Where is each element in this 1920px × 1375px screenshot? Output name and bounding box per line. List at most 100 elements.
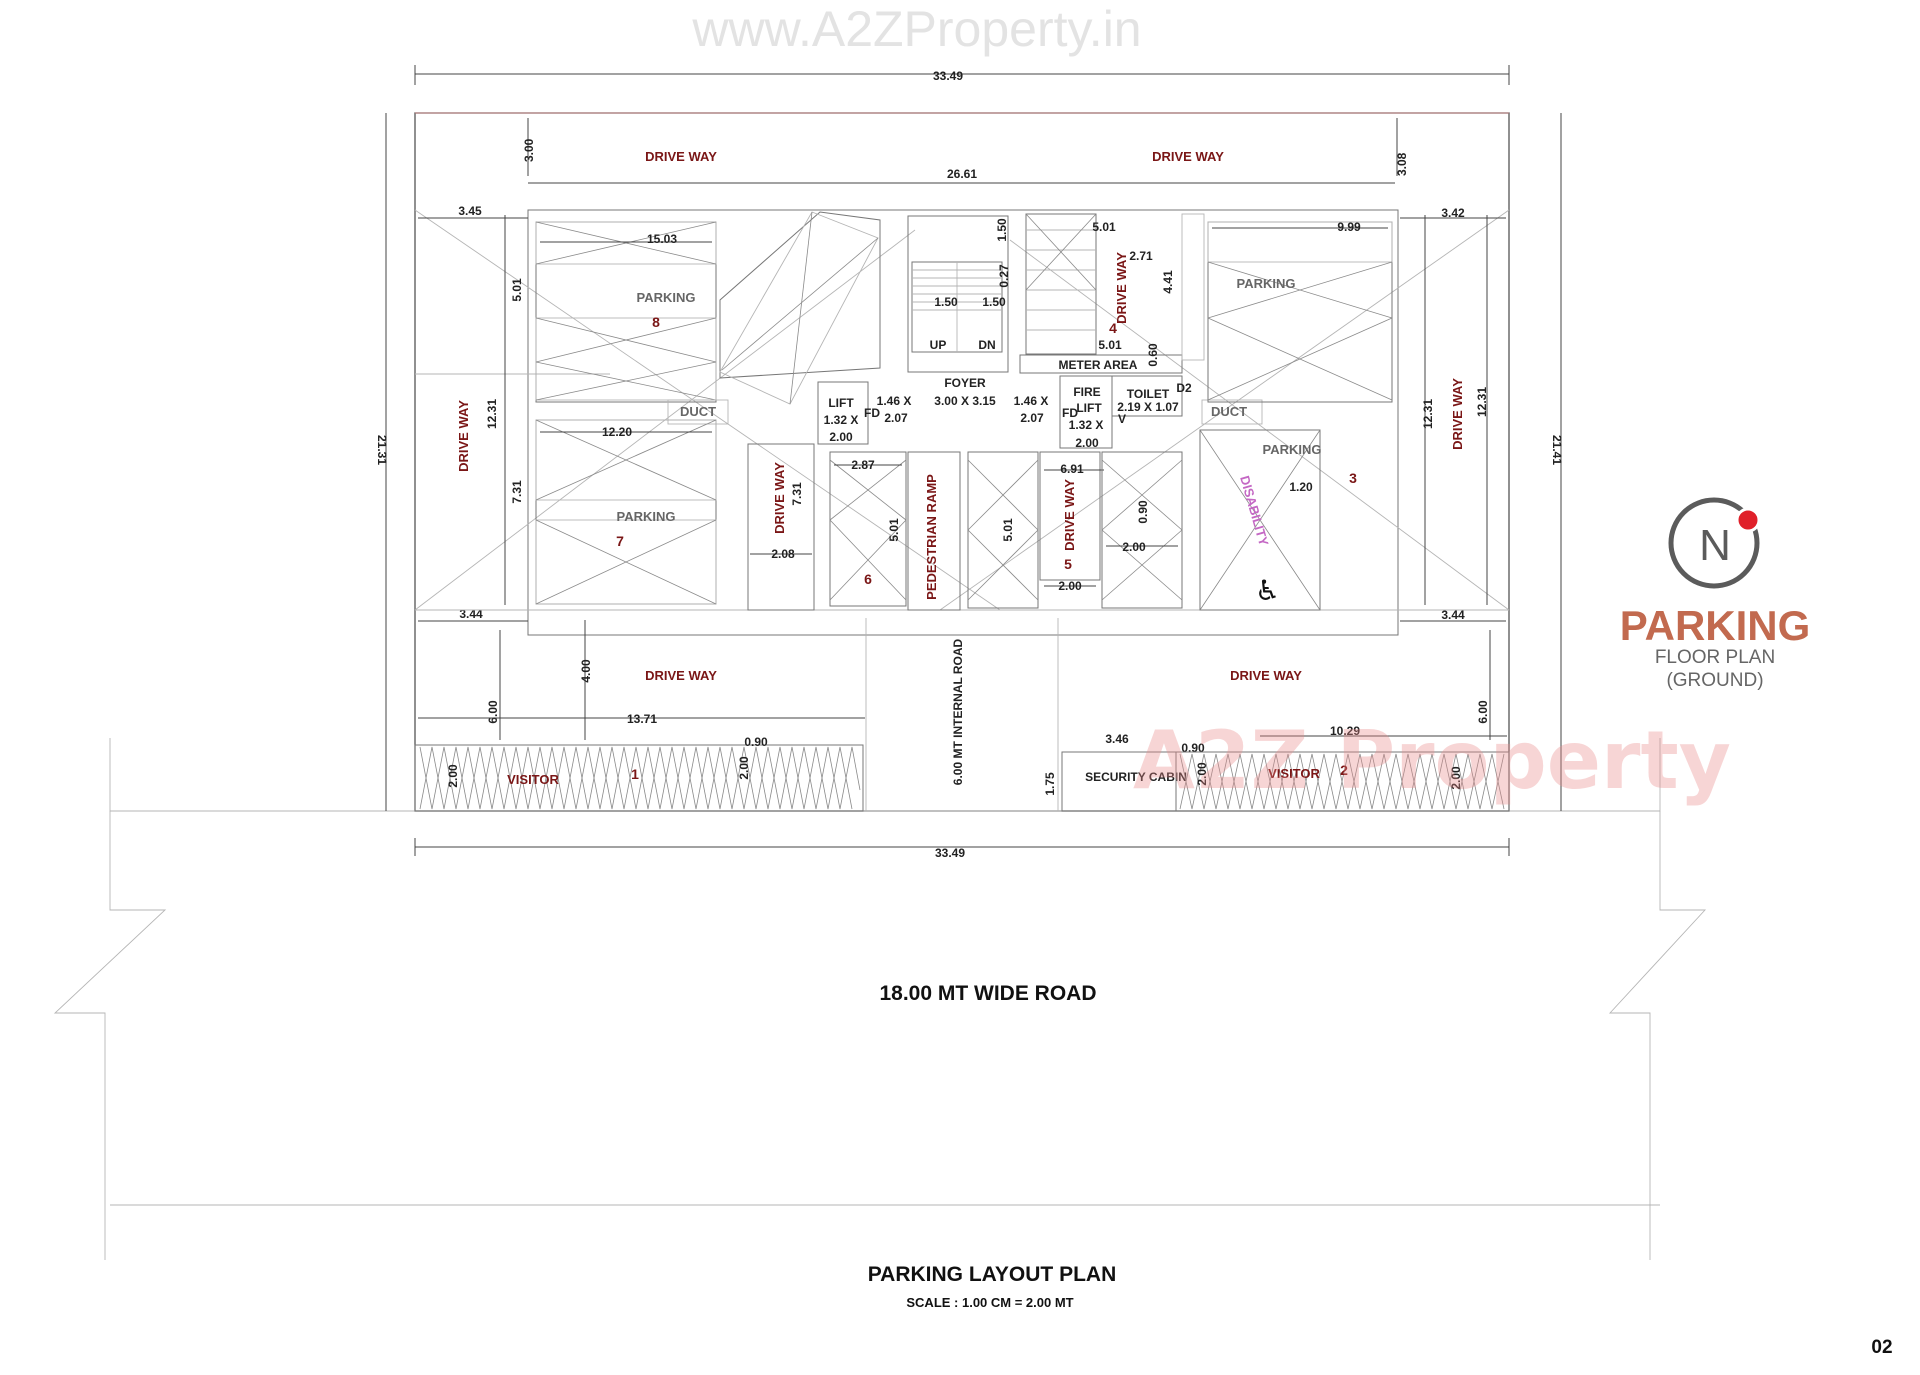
parking-label-8: PARKING (637, 290, 696, 305)
dim-6-91: 6.91 (1060, 462, 1084, 476)
parking-badge: N PARKING FLOOR PLAN (GROUND) (1620, 497, 1811, 691)
drive-way-front-left: DRIVE WAY (645, 668, 717, 683)
dim-bottom-width: 33.49 (935, 846, 965, 860)
dim-front-4-00: 4.00 (579, 659, 593, 683)
north-compass-icon (1668, 497, 1760, 589)
dim-right-12-31-a: 12.31 (1421, 399, 1435, 429)
dim-v1-0-90: 0.90 (744, 735, 768, 749)
dim-v1-len: 13.71 (627, 712, 657, 726)
dim-slot-5-01-b4a: 5.01 (1092, 220, 1116, 234)
dim-0-90-center: 0.90 (1136, 500, 1150, 524)
slot-number-7: 7 (616, 533, 624, 549)
dim-p3-len: 9.99 (1337, 220, 1361, 234)
toilet-label: TOILET (1127, 387, 1170, 401)
dim-left-offset-bottom: 3.44 (459, 607, 483, 621)
slot-number-2: 2 (1340, 762, 1348, 778)
parking-label-7: PARKING (617, 509, 676, 524)
slot-number-8: 8 (652, 314, 660, 330)
dim-right-height: 21.41 (1550, 435, 1564, 465)
dim-stair-1-50-c: 1.50 (995, 218, 1009, 242)
north-letter: N (1699, 521, 1731, 570)
building-outline (527, 209, 1399, 636)
page-number: 02 (1871, 1337, 1892, 1358)
dim-2-00-right: 2.00 (1122, 540, 1146, 554)
dim-v1-2-00-b: 2.00 (737, 756, 751, 780)
internal-road: 6.00 MT INTERNAL ROAD (951, 638, 965, 785)
dim-inner-width: 26.61 (947, 167, 977, 181)
toilet-size: 2.19 X 1.07 (1117, 400, 1179, 414)
dim-v2-2-00-b: 2.00 (1449, 766, 1463, 790)
core-area: 1.50 1.50 1.50 0.27 UP DN LIFT 1.32 X 2.… (817, 218, 1192, 450)
parking-block-6: 2.87 5.01 6 (829, 451, 907, 607)
dim-2-08: 2.08 (771, 547, 795, 561)
lift-size-b: 2.00 (829, 430, 853, 444)
security-cabin: SECURITY CABIN (1085, 770, 1187, 784)
slot-number-6: 6 (864, 571, 872, 587)
parking-block-8: 15.03 PARKING 8 (535, 221, 717, 403)
dim-right-12-31-b: 12.31 (1475, 387, 1489, 417)
drive-way-top-right: DRIVE WAY (1152, 149, 1224, 164)
fd-right: FD (1062, 406, 1078, 420)
parking-label-3a: PARKING (1237, 276, 1296, 291)
dim-stair-1-50-a: 1.50 (934, 295, 958, 309)
stair-up: UP (930, 338, 947, 352)
dim-slot-5-01-b4b: 5.01 (1098, 338, 1122, 352)
lobby-right-a: 1.46 X (1014, 394, 1049, 408)
slot-number-4: 4 (1109, 320, 1117, 336)
lobby-left-b: 2.07 (884, 411, 908, 425)
dim-cabin-w: 3.46 (1105, 732, 1129, 746)
north-dot-icon (1735, 507, 1761, 533)
scale-note: SCALE : 1.00 CM = 2.00 MT (906, 1295, 1073, 1310)
door-d2: D2 (1176, 381, 1192, 395)
road-label: 18.00 MT WIDE ROAD (879, 982, 1096, 1005)
dim-v2-2-00-a: 2.00 (1195, 762, 1209, 786)
dim-top-left-drive: 3.00 (522, 138, 536, 162)
ramp-area-top (719, 211, 1009, 405)
dim-left-12-31: 12.31 (485, 399, 499, 429)
visitor-row-1: 13.71 2.00 VISITOR 1 0.90 2.00 (414, 712, 865, 812)
dim-front-6-00-left: 6.00 (486, 700, 500, 724)
slot-number-5: 5 (1064, 556, 1072, 572)
drive-way-mid-left: DRIVE WAY (772, 462, 787, 534)
dim-slot-5-01-left: 5.01 (510, 278, 524, 302)
dim-mid-7-31: 7.31 (790, 482, 804, 506)
watermark-logo-text: A2Z Property (1133, 714, 1731, 807)
dim-p8-len: 15.03 (647, 232, 677, 246)
parking-block-5: 5.01 DRIVE WAY 5 2.00 6.91 0.90 2.00 (967, 451, 1183, 609)
badge-title: PARKING (1620, 602, 1811, 649)
drive-way-top-left: DRIVE WAY (645, 149, 717, 164)
duct-right: DUCT (1211, 404, 1247, 419)
dim-top-width: 33.49 (933, 69, 963, 83)
dim-right-offset: 3.42 (1441, 206, 1465, 220)
road-outline (109, 738, 1661, 812)
drive-way-right: DRIVE WAY (1450, 378, 1465, 450)
dim-left-offset: 3.45 (458, 204, 482, 218)
fire-lift-label: LIFT (1076, 401, 1102, 415)
dim-p7-len: 12.20 (602, 425, 632, 439)
fire-lift-size-b: 2.00 (1075, 436, 1099, 450)
wheelchair-icon: ♿ (1255, 574, 1280, 607)
lift-label: LIFT (828, 396, 854, 410)
lobby-left-a: 1.46 X (877, 394, 912, 408)
parking-block-4: 5.01 5.01 DRIVE WAY 4 2.71 4.41 (1025, 213, 1205, 361)
dim-front-6-00-right: 6.00 (1476, 700, 1490, 724)
stair-dn: DN (978, 338, 995, 352)
visitor-row-2: 3.46 SECURITY CABIN 1.75 10.29 0.90 2.00… (1043, 724, 1510, 812)
parking-label-3b: PARKING (1263, 442, 1322, 457)
dim-meter-0-60: 0.60 (1146, 343, 1160, 367)
drive-way-block4: DRIVE WAY (1114, 252, 1129, 324)
slot-number-3: 3 (1349, 470, 1357, 486)
fire-lift-size-a: 1.32 X (1069, 418, 1104, 432)
dim-left-height: 21.31 (375, 435, 389, 465)
drive-way-left: DRIVE WAY (456, 400, 471, 472)
site-watermark: www.A2ZProperty.in (691, 1, 1141, 57)
drive-way-center: DRIVE WAY (1062, 479, 1077, 551)
foyer-label: FOYER (944, 376, 986, 390)
parking-block-7: 12.20 PARKING 7 (535, 419, 717, 605)
dim-1-20: 1.20 (1289, 480, 1313, 494)
fd-left: FD (864, 406, 880, 420)
pedestrian-ramp: PEDESTRIAN RAMP (924, 474, 939, 600)
watermark-logo: A2Z Property (1133, 714, 1731, 807)
dim-cabin-h: 1.75 (1043, 772, 1057, 796)
badge-subtitle-2: (GROUND) (1666, 670, 1763, 691)
